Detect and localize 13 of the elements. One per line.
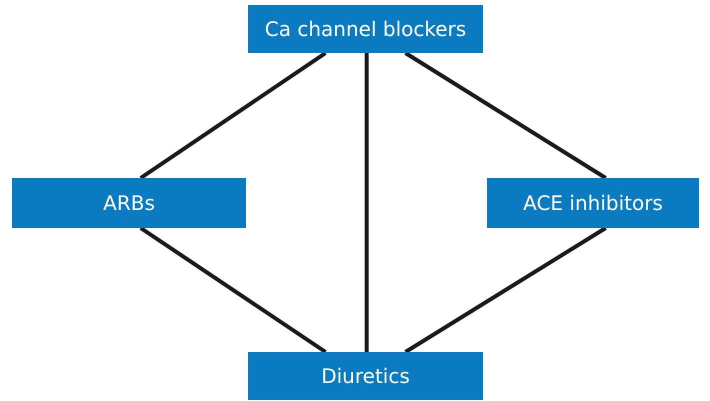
connector-line xyxy=(404,226,607,354)
drug-class-label: ACE inhibitors xyxy=(523,191,663,215)
drug-class-box xyxy=(12,178,246,228)
drug-class-box xyxy=(248,5,483,53)
drug-class-label: ARBs xyxy=(103,191,155,215)
drug-class-label: Ca channel blockers xyxy=(264,17,466,41)
drug-class-box xyxy=(487,178,699,228)
connector-line xyxy=(364,53,369,352)
connector-line xyxy=(404,51,607,180)
connector-line xyxy=(140,226,327,354)
connector-line xyxy=(140,51,327,180)
drug-class-label: Diuretics xyxy=(321,364,410,388)
drug-class-box xyxy=(248,352,483,400)
